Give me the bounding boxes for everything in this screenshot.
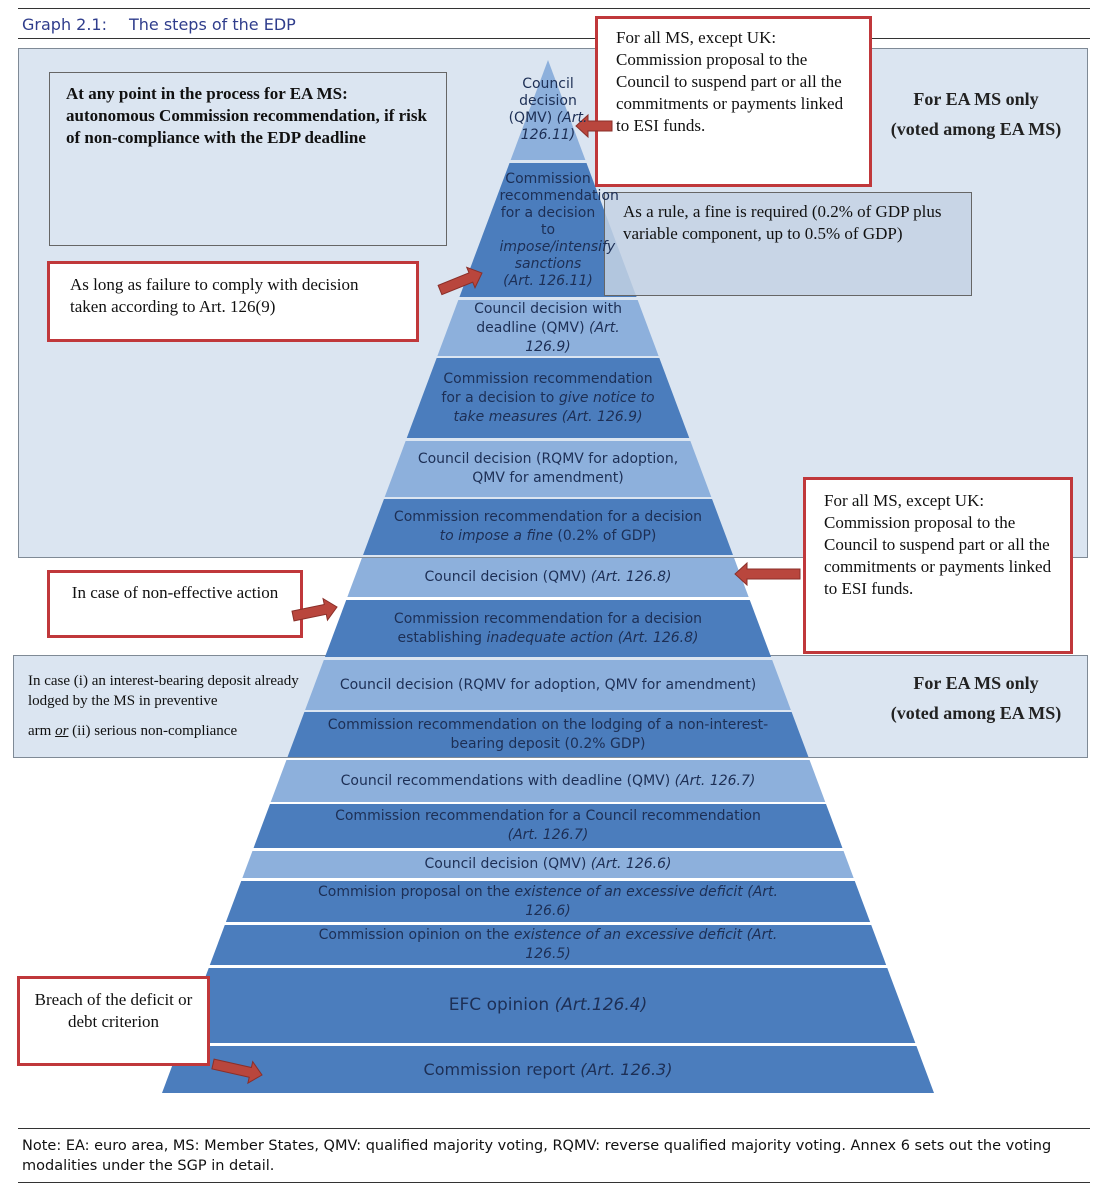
footnote: Note: EA: euro area, MS: Member States, … (22, 1138, 1052, 1174)
pyramid-layer-1 (510, 60, 586, 160)
deposit-condition-text: In case (i) an interest-bearing deposit … (28, 671, 318, 741)
ea-only-label-lower: For EA MS only (voted among EA MS) (870, 668, 1082, 728)
pyramid-layer-7 (347, 558, 749, 597)
graph-number: Graph 2.1: (22, 15, 107, 34)
pyramid-layer-17 (162, 1046, 934, 1093)
pyramid-layer-14 (225, 881, 871, 922)
pyramid-layer-11 (270, 760, 826, 802)
suspend-funds-box-mid: For all MS, except UK: Commission propos… (803, 477, 1073, 654)
ea-only-line: For EA MS only (913, 673, 1039, 693)
arrow-icon-mid (734, 561, 801, 587)
pyramid-layer-16 (180, 968, 916, 1043)
pyramid-layer-9 (305, 660, 791, 710)
non-effective-action-box: In case of non-effective action (47, 570, 303, 638)
graph-title: Graph 2.1: The steps of the EDP (22, 15, 318, 34)
deposit-arm: arm (28, 723, 56, 739)
top-rule (18, 8, 1090, 9)
deposit-non-compliance: (ii) serious non-compliance (68, 723, 238, 739)
pyramid-layer-2 (459, 163, 637, 297)
pyramid-layer-4 (406, 358, 690, 438)
pyramid-layer-12 (253, 804, 843, 848)
note-rule (18, 1128, 1090, 1129)
suspend-funds-box-top: For all MS, except UK: Commission propos… (595, 16, 872, 187)
graph-title-text: The steps of the EDP (129, 15, 296, 34)
pyramid-layer-6 (363, 499, 733, 555)
ea-voted-line: (voted among EA MS) (890, 119, 1062, 139)
pyramid-layer-10 (287, 712, 809, 757)
arrow-icon-top (575, 113, 613, 139)
pyramid-layer-13 (242, 851, 854, 878)
arrow-icon-breach (211, 1058, 263, 1085)
autonomous-recommendation-box: At any point in the process for EA MS: a… (49, 72, 447, 246)
arrow-icon-non-effective (291, 597, 338, 622)
title-rule (18, 38, 1090, 39)
failure-to-comply-box: As long as failure to comply with decisi… (47, 261, 419, 342)
bottom-rule (18, 1182, 1090, 1183)
pyramid-layer-5 (384, 441, 712, 497)
breach-criterion-box: Breach of the deficit or debt criterion (17, 976, 210, 1066)
deposit-or: or (55, 723, 69, 739)
ea-voted-line: (voted among EA MS) (890, 703, 1062, 723)
arrow-icon-failure (437, 266, 483, 296)
ea-only-line: For EA MS only (913, 89, 1039, 109)
fine-rule-box: As a rule, a fine is required (0.2% of G… (604, 192, 972, 296)
pyramid-layer-15 (209, 925, 887, 965)
deposit-line-1: In case (i) an interest-bearing deposit … (28, 673, 299, 709)
ea-only-label-upper: For EA MS only (voted among EA MS) (870, 84, 1082, 144)
pyramid-layer-3 (437, 300, 659, 356)
pyramid-layer-8 (324, 600, 772, 657)
